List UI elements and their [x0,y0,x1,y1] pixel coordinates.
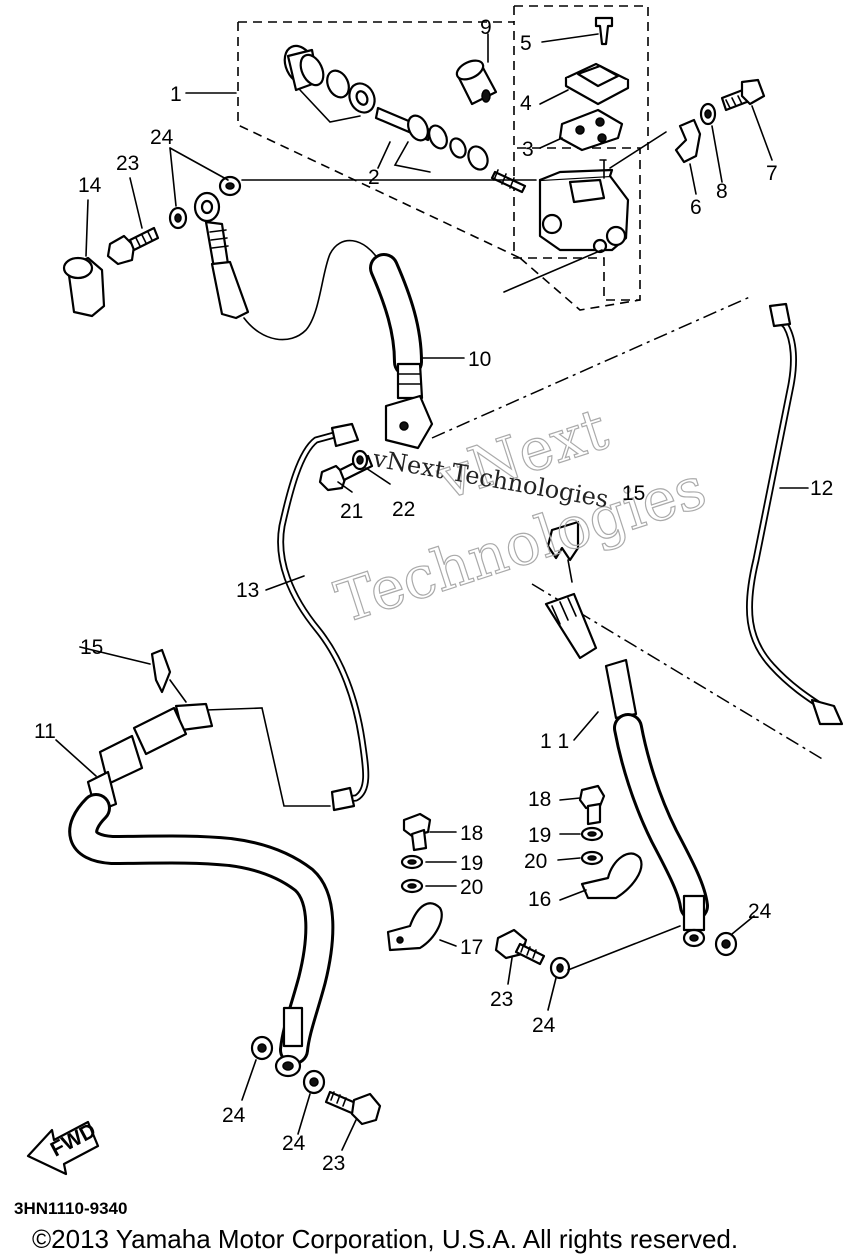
callout-6: 6 [690,196,702,219]
steel-brake-pipe-12 [431,295,844,761]
callout-24-middle: 24 [532,1014,556,1037]
callout-20-right: 20 [524,850,547,873]
callout-10: 10 [468,348,491,371]
upper-left-fittings [62,175,250,320]
callout-21: 21 [340,500,363,523]
leader-lines-top [85,33,773,293]
callout-12: 12 [810,477,833,500]
callout-19-left: 19 [460,852,483,875]
callout-8: 8 [716,180,728,203]
callout-1: 1 [170,83,182,106]
bracket-17-fasteners [386,812,457,952]
bottom-left-bolt-washers [241,1035,382,1151]
upper-brake-hose [243,239,465,450]
copyright-notice: ©2013 Yamaha Motor Corporation, U.S.A. A… [32,1224,738,1254]
left-brake-hose [55,646,335,1078]
bracket-16-fasteners [557,784,643,901]
callout-24-bottom-center: 24 [282,1132,306,1155]
forward-arrow-icon: FWD [26,1119,100,1176]
joint-bolt-washer [318,449,391,493]
callout-4: 4 [520,92,532,115]
callout-22: 22 [392,498,415,521]
callout-20-left: 20 [460,876,483,899]
callout-23-top: 23 [116,152,139,175]
boot-part [455,59,498,106]
callout-13: 13 [236,579,259,602]
callout-18-right: 18 [528,788,551,811]
bottom-middle-bolt-washer [494,915,755,1011]
clip-right [546,520,580,562]
master-cylinder-kit-outline [237,5,649,311]
callout-16: 16 [528,888,551,911]
callout-17: 17 [460,936,483,959]
callout-15-left: 15 [80,636,103,659]
callout-15-right: 15 [622,482,645,505]
callout-3: 3 [522,138,534,161]
master-cylinder-body [538,159,630,254]
callout-9: 9 [480,16,492,39]
callout-24-top: 24 [150,126,174,149]
callout-11-left: 11 [34,720,56,743]
callout-23-bottom: 23 [322,1152,345,1175]
right-brake-hose [544,559,709,948]
callout-14: 14 [78,174,102,197]
callout-2: 2 [368,166,380,189]
steel-brake-pipe-13 [205,422,370,812]
callout-5: 5 [520,32,532,55]
callout-19-right: 19 [528,824,551,847]
callout-18-left: 18 [460,822,483,845]
callout-23-middle: 23 [490,988,513,1011]
piston-kit-parts [283,44,527,194]
callout-24-bottom-left: 24 [222,1104,246,1127]
callout-24-right: 24 [748,900,772,923]
callout-11-right: 1 1 [540,730,569,753]
callout-7: 7 [766,162,778,185]
callout-labels: 1 2 3 4 5 6 7 8 9 10 11 1 1 12 13 14 15 … [34,16,833,1175]
diagram-code: 3HN1110-9340 [14,1199,127,1218]
reservoir-cap-parts [558,16,766,164]
